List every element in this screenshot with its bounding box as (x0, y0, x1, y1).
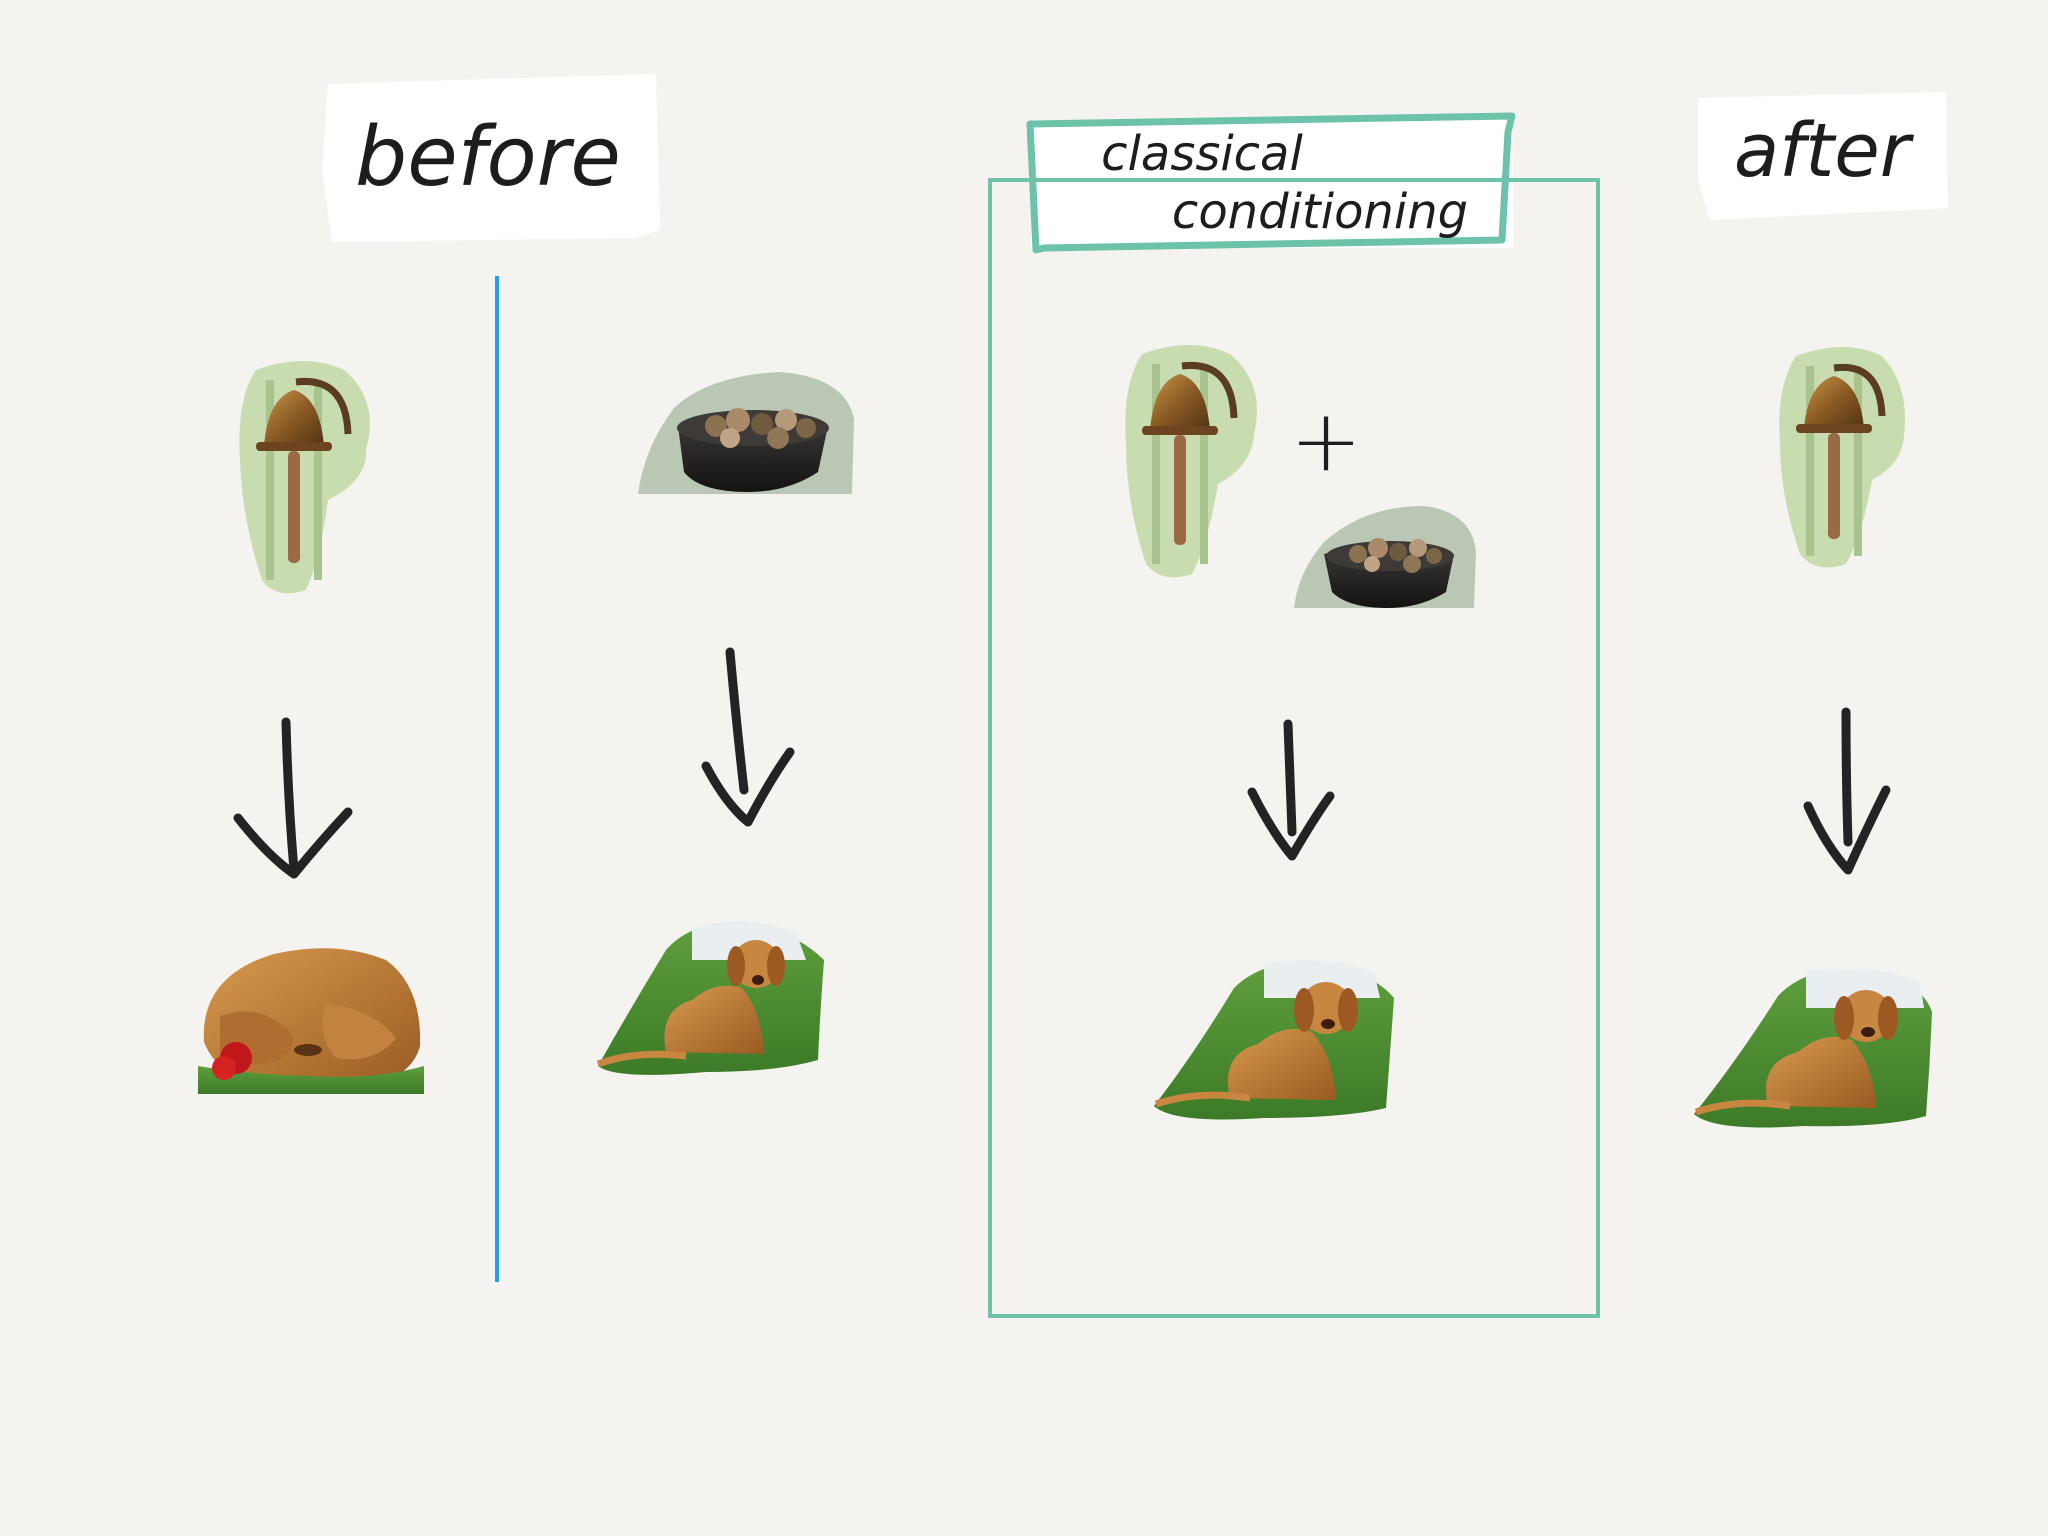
food-bowl-icon (1294, 506, 1476, 608)
bell-icon (1125, 345, 1257, 578)
arrow-down-icon (1247, 719, 1335, 861)
bell-icon (239, 361, 370, 594)
dog-sitting-icon (1154, 960, 1394, 1120)
conditioning-label: conditioning (1172, 184, 1468, 240)
after-label-card: after (1698, 92, 1948, 220)
arrow-down-icon (701, 647, 795, 827)
classical-conditioning-label-card: classical conditioning (1026, 112, 1516, 254)
conditioning-frame (988, 178, 1600, 1318)
dog-sitting-icon (1694, 968, 1932, 1128)
after-label: after (1734, 108, 1915, 194)
arrow-down-icon (1803, 707, 1891, 875)
dog-sitting-icon (596, 921, 824, 1075)
plus-sign: + (1290, 391, 1362, 491)
before-label: before (355, 110, 621, 205)
classical-label: classical (1101, 126, 1303, 182)
food-bowl-icon (638, 372, 854, 494)
dog-resting-icon (198, 948, 424, 1094)
before-label-card: before (322, 74, 660, 242)
bell-icon (1779, 347, 1906, 568)
arrow-down-icon (233, 717, 353, 879)
